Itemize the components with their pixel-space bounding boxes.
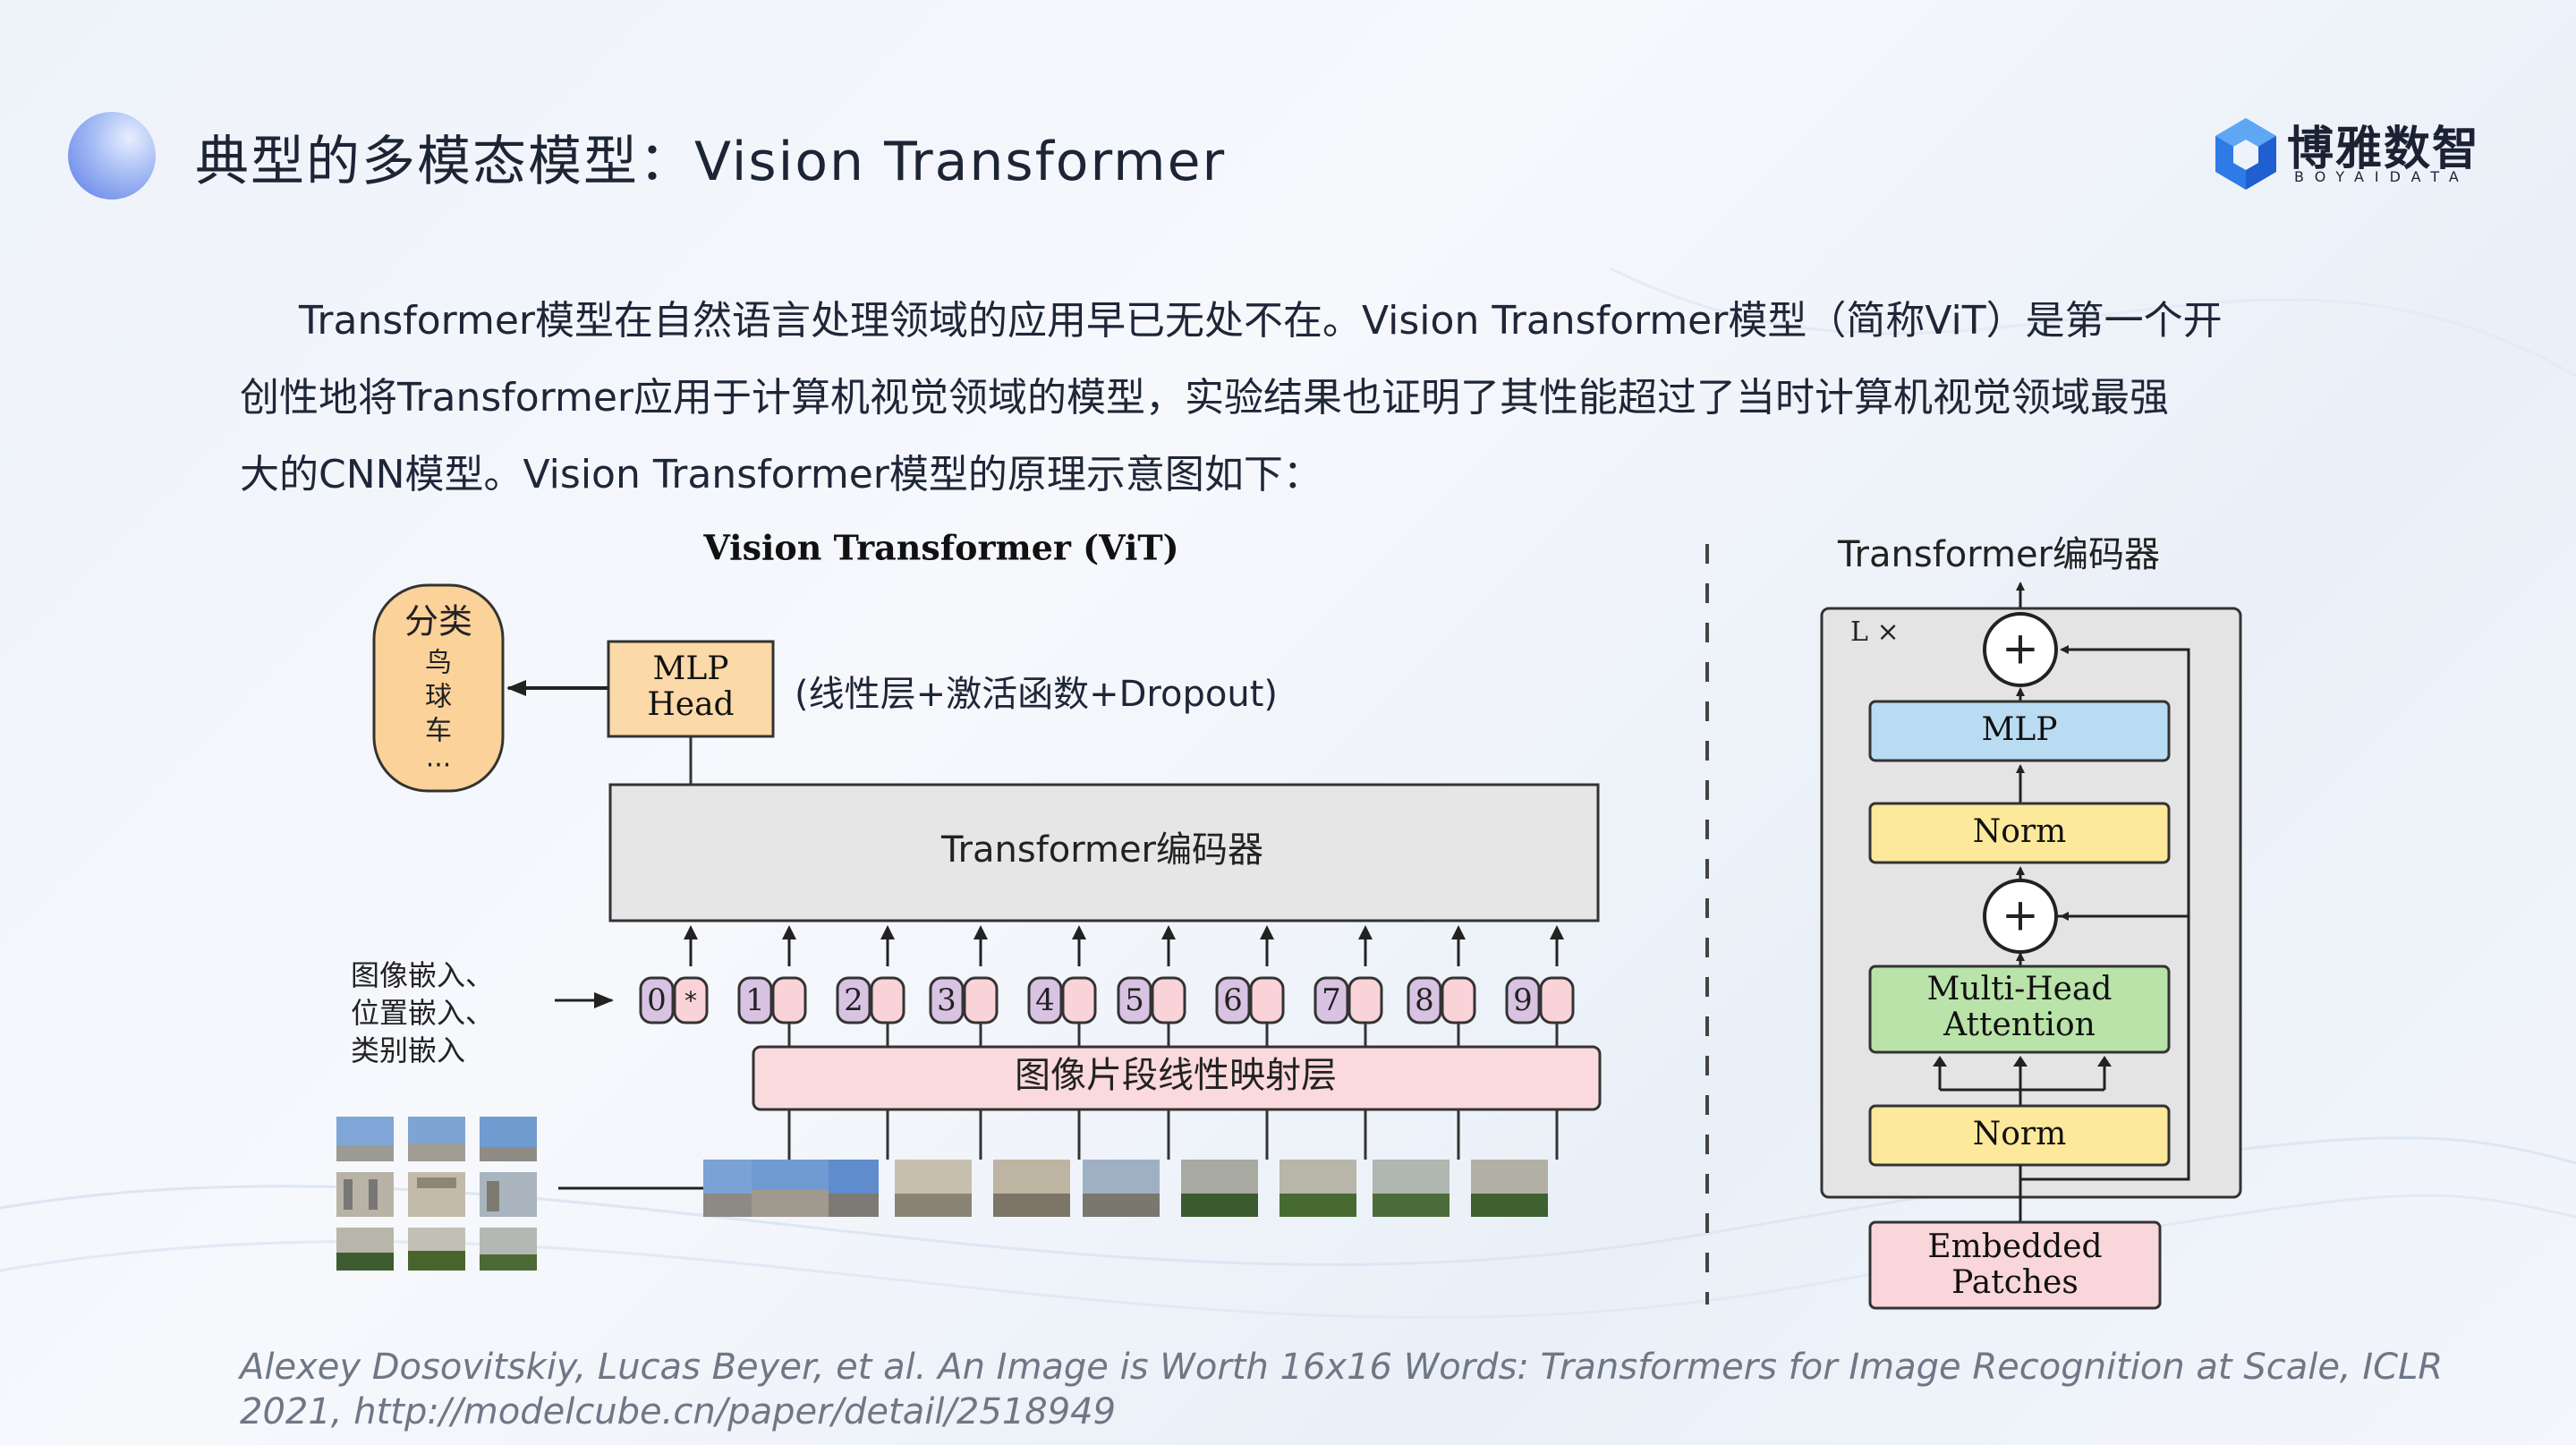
logo-cube-icon	[2215, 118, 2276, 190]
class-box	[372, 583, 505, 793]
token-9: 9	[1505, 925, 1575, 1047]
token-8: 8	[1407, 925, 1476, 1047]
image-patch	[895, 1109, 982, 1217]
image-patch	[1279, 1109, 1367, 1217]
residual-add-middle-symbol: +	[2002, 889, 2039, 941]
token-index: 7	[1322, 982, 1341, 1018]
citation-line-1: Alexey Dosovitskiy, Lucas Beyer, et al. …	[240, 1347, 2444, 1388]
embed-label-2: 位置嵌入、	[351, 996, 494, 1030]
token-index: 2	[844, 982, 863, 1018]
token-0: 0*	[639, 925, 709, 1024]
image-patch	[1471, 1109, 1559, 1217]
transformer-encoder-box	[608, 783, 1600, 922]
residual-add-top-icon	[1983, 612, 2058, 687]
multi-head-attention-block	[1868, 965, 2171, 1054]
mlp-block-label: MLP	[1982, 711, 2058, 748]
image-patch	[1181, 1109, 1269, 1217]
token-index: 6	[1223, 982, 1243, 1018]
mha-arrow-heads	[1933, 1056, 2112, 1067]
vit-title: Vision Transformer (ViT)	[702, 528, 1178, 568]
class-item-more: ...	[426, 743, 452, 774]
token-2: 2	[836, 925, 905, 1047]
image-patch	[1083, 1109, 1170, 1217]
token-index: 5	[1125, 982, 1144, 1018]
intro-line-3: 大的CNN模型。Vision Transformer模型的原理示意图如下：	[240, 452, 1322, 497]
class-item-ball: 球	[425, 682, 452, 713]
token-index: 3	[937, 982, 956, 1018]
projection-layer-label: 图像片段线性映射层	[1015, 1055, 1337, 1096]
transformer-encoder-label: Transformer编码器	[940, 829, 1263, 871]
brand-logo: 博雅数智 BOYAIDATA	[2210, 107, 2514, 197]
mha-label-1: Multi-Head	[1927, 971, 2113, 1007]
embed-label-1: 图像嵌入、	[351, 958, 494, 992]
class-label: 分类	[404, 602, 472, 642]
encoder-repeat-label: L ×	[1850, 616, 1900, 648]
logo-subtext: BOYAIDATA	[2294, 168, 2470, 185]
token-index: 8	[1415, 982, 1434, 1018]
token-index: 1	[745, 982, 765, 1018]
mha-input-arrows	[1938, 1059, 2106, 1108]
mlp-head-label-2: Head	[647, 686, 734, 723]
title-bullet-icon	[68, 112, 156, 200]
token-index: 9	[1513, 982, 1533, 1018]
embedded-patches-block	[1868, 1220, 2162, 1310]
residual-add-top-symbol: +	[2002, 623, 2039, 675]
citation-line-2: 2021, http://modelcube.cn/paper/detail/2…	[240, 1391, 1117, 1432]
token-6: 6	[1215, 925, 1285, 1047]
norm-block-bottom-label: Norm	[1973, 1116, 2067, 1152]
mlp-head-label-1: MLP	[653, 650, 729, 687]
residual-skip-bottom	[2020, 912, 2190, 1181]
mlp-head-note: (线性层+激活函数+Dropout)	[795, 674, 1278, 715]
token-index: 0	[647, 982, 667, 1018]
intro-line-1: Transformer模型在自然语言处理领域的应用早已无处不在。Vision T…	[299, 298, 2223, 344]
embedded-patches-label-2: Patches	[1951, 1264, 2079, 1301]
image-patch	[752, 1160, 829, 1217]
mlp-head-box	[607, 640, 775, 738]
token-7: 7	[1314, 925, 1383, 1047]
mha-label-2: Attention	[1943, 1007, 2096, 1043]
token-4: 4	[1027, 925, 1097, 1047]
patch-row	[703, 1109, 1559, 1217]
encoder-detail-title: Transformer编码器	[1837, 534, 2160, 575]
class-item-bird: 鸟	[425, 648, 452, 679]
logo-text: 博雅数智	[2287, 123, 2481, 176]
image-patch	[1373, 1109, 1460, 1217]
norm-block-top-label: Norm	[1973, 813, 2067, 850]
embed-label-3: 类别嵌入	[351, 1033, 465, 1067]
intro-line-2: 创性地将Transformer应用于计算机视觉领域的模型，实验结果也证明了其性能…	[240, 375, 2170, 421]
class-item-car: 车	[425, 716, 452, 747]
token-1: 1	[737, 925, 807, 1047]
image-patch	[993, 1109, 1081, 1217]
token-5: 5	[1117, 925, 1186, 1047]
token-index: 4	[1035, 982, 1055, 1018]
cls-token-mark: *	[684, 986, 697, 1016]
token-3: 3	[929, 925, 999, 1047]
source-image-grid	[336, 1117, 537, 1271]
embedded-patches-label-1: Embedded	[1927, 1228, 2102, 1265]
mlp-block	[1868, 700, 2171, 762]
projection-layer-box	[752, 1045, 1602, 1111]
norm-block-top	[1868, 802, 2171, 864]
page-title: 典型的多模态模型：Vision Transformer	[195, 131, 1227, 193]
